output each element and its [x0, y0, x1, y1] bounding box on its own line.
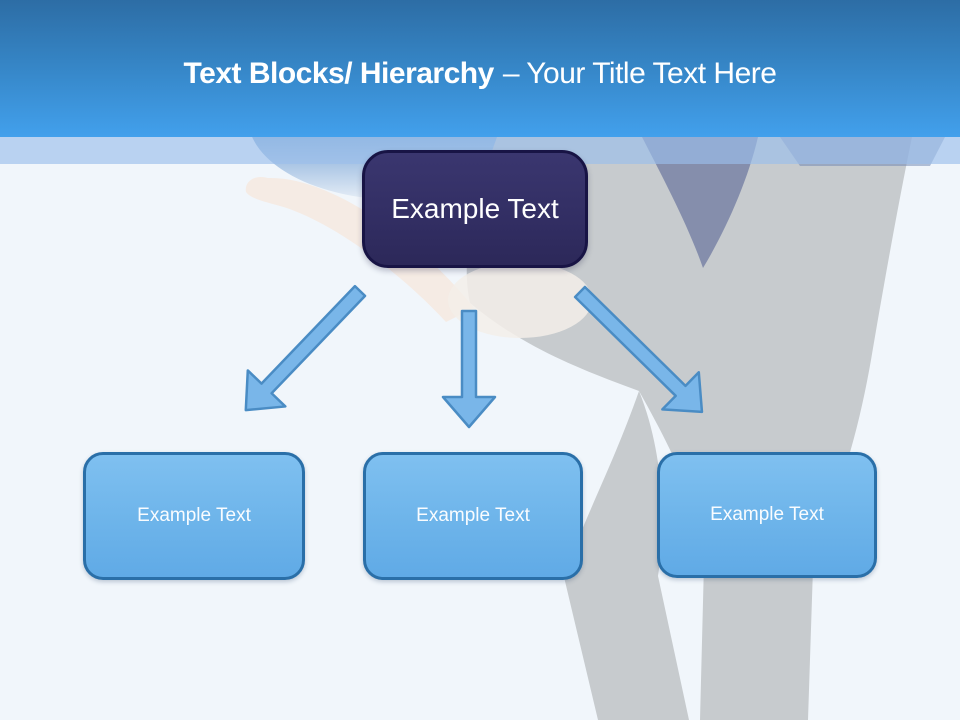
person-dark-sleeve	[642, 137, 758, 268]
child-text-block-3[interactable]: Example Text	[657, 452, 877, 578]
title-bold-text: Text Blocks/ Hierarchy	[183, 56, 495, 90]
page-title[interactable]: Text Blocks/ Hierarchy– Your Title Text …	[184, 47, 777, 91]
arrow-down-left-icon[interactable]	[227, 273, 379, 428]
child-text-block-2-label: Example Text	[416, 505, 530, 526]
title-regular-text: – Your Title Text Here	[502, 56, 777, 90]
child-text-block-2[interactable]: Example Text	[363, 452, 583, 580]
arrow-down-icon[interactable]	[441, 309, 497, 429]
child-text-block-1-label: Example Text	[137, 505, 251, 526]
person-arm	[245, 176, 474, 322]
slide-header: Text Blocks/ Hierarchy– Your Title Text …	[0, 0, 960, 137]
person-blouse	[448, 262, 592, 338]
child-text-block-3-label: Example Text	[710, 504, 824, 525]
root-text-block[interactable]: Example Text	[362, 150, 588, 268]
child-text-block-1[interactable]: Example Text	[83, 452, 305, 580]
arrow-down-right-icon[interactable]	[562, 273, 720, 430]
root-text-block-label: Example Text	[391, 193, 559, 224]
